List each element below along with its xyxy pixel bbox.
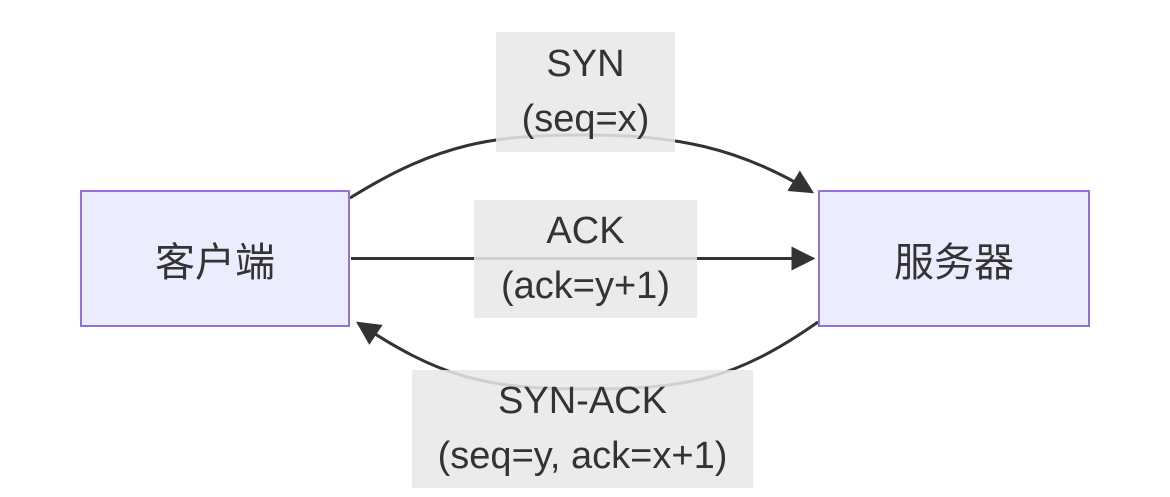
edge-label-ack-title: ACK xyxy=(546,210,625,252)
node-server: 服务器 xyxy=(818,190,1090,327)
node-client: 客户端 xyxy=(80,190,350,327)
edge-label-ack: ACK (ack=y+1) xyxy=(474,200,697,318)
node-client-label: 客户端 xyxy=(155,240,275,285)
node-server-label: 服务器 xyxy=(894,240,1014,285)
edge-label-synack-params: (seq=y, ack=x+1) xyxy=(437,435,728,477)
edge-label-synack: SYN-ACK (seq=y, ack=x+1) xyxy=(412,370,753,488)
edge-label-syn: SYN (seq=x) xyxy=(496,32,675,152)
edge-label-syn-params: (seq=x) xyxy=(521,98,650,140)
edge-label-syn-title: SYN xyxy=(546,43,625,85)
edge-label-ack-params: (ack=y+1) xyxy=(501,265,670,307)
edge-label-synack-title: SYN-ACK xyxy=(498,380,667,422)
